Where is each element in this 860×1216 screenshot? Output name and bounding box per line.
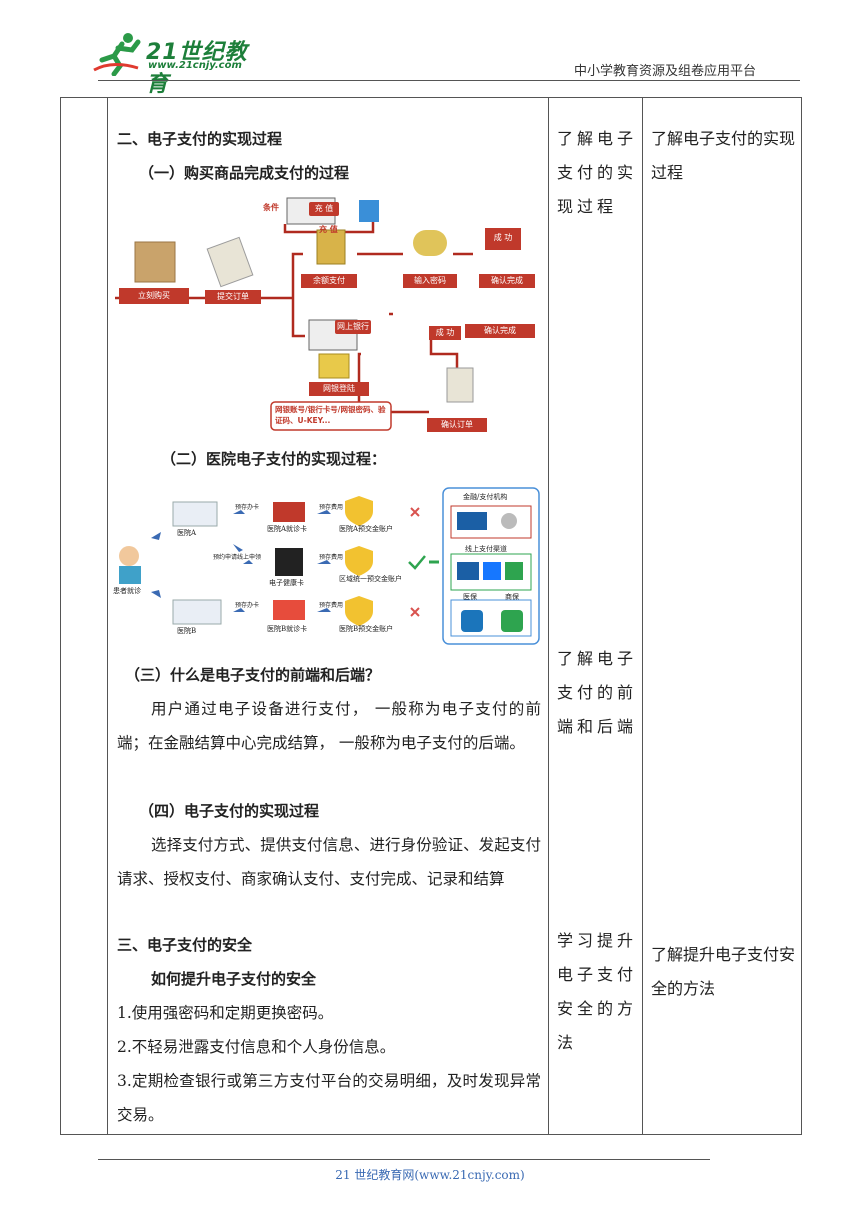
hospital-a-account-label: 医院A预交金账户 [339,525,394,533]
hospital-b-label: 医院B [177,627,197,635]
site-logo: 21世纪教育 www.21cnjy.com [92,30,262,97]
buy-now-label: 立刻购买 [119,289,189,303]
objective-cell-2: 了解电子支付的前端和后端 [557,649,638,736]
commercial-insurance-label: 商保 [505,593,519,601]
purpose-cell-1: 了解电子支付的实现过程 [651,129,796,182]
header-divider [98,80,800,81]
purpose-cell-3: 了解提升电子支付安全的方法 [651,945,796,998]
security-item-1: 1.使用强密码和定期更换密码。 [117,1004,334,1022]
prepay-b-label: 预存费用 [319,602,344,609]
recharge-2-label: 充 值 [319,225,338,234]
finance-institution-label: 金融/支付机构 [463,493,508,501]
lesson-table: 二、电子支付的实现过程 （一）购买商品完成支付的过程 [60,97,802,1135]
patient-label: 患者就诊 [113,587,141,595]
submit-order-label: 提交订单 [205,290,261,304]
column-divider [548,98,549,1134]
payment-steps-paragraph: 选择支付方式、提供支付信息、进行身份验证、发起支付请求、授权支付、商家确认支付、… [117,836,541,888]
logo-text: 21世纪教育 [146,40,248,97]
subsection-3-title: （三）什么是电子支付的前端和后端？ [125,666,381,684]
footer-text: 21 世纪教育网(www.21cnjy.com) [335,1168,525,1182]
hospital-b-card-label: 医院B就诊卡 [267,625,308,633]
regional-account-label: 区域统一预交金账户 [339,575,402,583]
online-channel-label: 线上支付渠道 [465,545,507,553]
header-platform-text: 中小学教育资源及组卷应用平台 [573,64,756,79]
objective-cell-3: 学习提升电子支付安全的方法 [557,931,638,1052]
prepay-a-label: 预存费用 [319,504,344,511]
section-3-subtitle: 如何提升电子支付的安全 [151,970,317,988]
runner-icon [93,33,141,76]
hospital-a-card-label: 医院A就诊卡 [267,525,308,533]
ebank-login-label: 网银登陆 [309,382,369,396]
column-divider [642,98,643,1134]
page-header: 21世纪教育 www.21cnjy.com 中小学教育资源及组卷应用平台 [0,0,860,97]
online-bank-label: 网上银行 [335,320,371,334]
condition-label: 条件 [263,203,279,212]
confirm-complete-2-label: 确认完成 [465,324,535,338]
hospital-payment-diagram: 医院A 医院A就诊卡 医院A预交金账户 患者就诊 电子健康卡 区域统一预交金账户… [113,484,543,646]
confirm-order-label: 确认订单 [427,418,487,432]
bank-credentials-label: 网银账号/银行卡号/网银密码、验证码、U-KEY... [275,405,386,425]
subsection-2-title: （二）医院电子支付的实现过程： [161,450,387,468]
section-2-title: 二、电子支付的实现过程 [117,130,283,148]
confirm-complete-label: 确认完成 [479,274,535,288]
objective-cell-1: 了解电子支付的实现过程 [557,129,638,216]
health-card-label: 电子健康卡 [269,579,304,587]
apply-card-b-label: 预存办卡 [235,602,260,609]
medical-insurance-label: 医保 [463,593,477,601]
frontend-backend-paragraph: 用户通过电子设备进行支付， 一般称为电子支付的前端；在金融结算中心完成结算， 一… [117,700,541,752]
prepay-regional-label: 预存费用 [319,554,344,561]
subsection-1-title: （一）购买商品完成支付的过程 [139,164,350,182]
hospital-a-label: 医院A [177,529,197,537]
column-divider [107,98,108,1134]
apply-card-a-label: 预存办卡 [235,504,260,511]
hospital-flow-graphics [119,487,540,645]
balance-pay-label: 余额支付 [301,274,357,288]
online-apply-label: 预约申请线上申领 [213,554,262,561]
subsection-4-title: （四）电子支付的实现过程 [139,802,320,820]
section-3-title: 三、电子支付的安全 [117,936,253,954]
logo-url: www.21cnjy.com [148,60,242,71]
enter-password-label: 输入密码 [403,274,457,288]
security-item-3: 3.定期检查银行或第三方支付平台的交易明细，及时发现异常交易。 [117,1072,541,1124]
footer-divider [98,1159,710,1160]
success-label: 成 功 [485,231,521,245]
recharge-label: 充 值 [309,202,339,216]
success-2-label: 成 功 [429,326,461,340]
purchase-flow-diagram: 立刻购买 提交订单 余额支付 输入密码 确认完成 网上银行 网银登陆 确认订单 … [113,194,545,438]
security-item-2: 2.不轻易泄露支付信息和个人身份信息。 [117,1038,396,1056]
hospital-b-account-label: 医院B预交金账户 [339,625,394,633]
